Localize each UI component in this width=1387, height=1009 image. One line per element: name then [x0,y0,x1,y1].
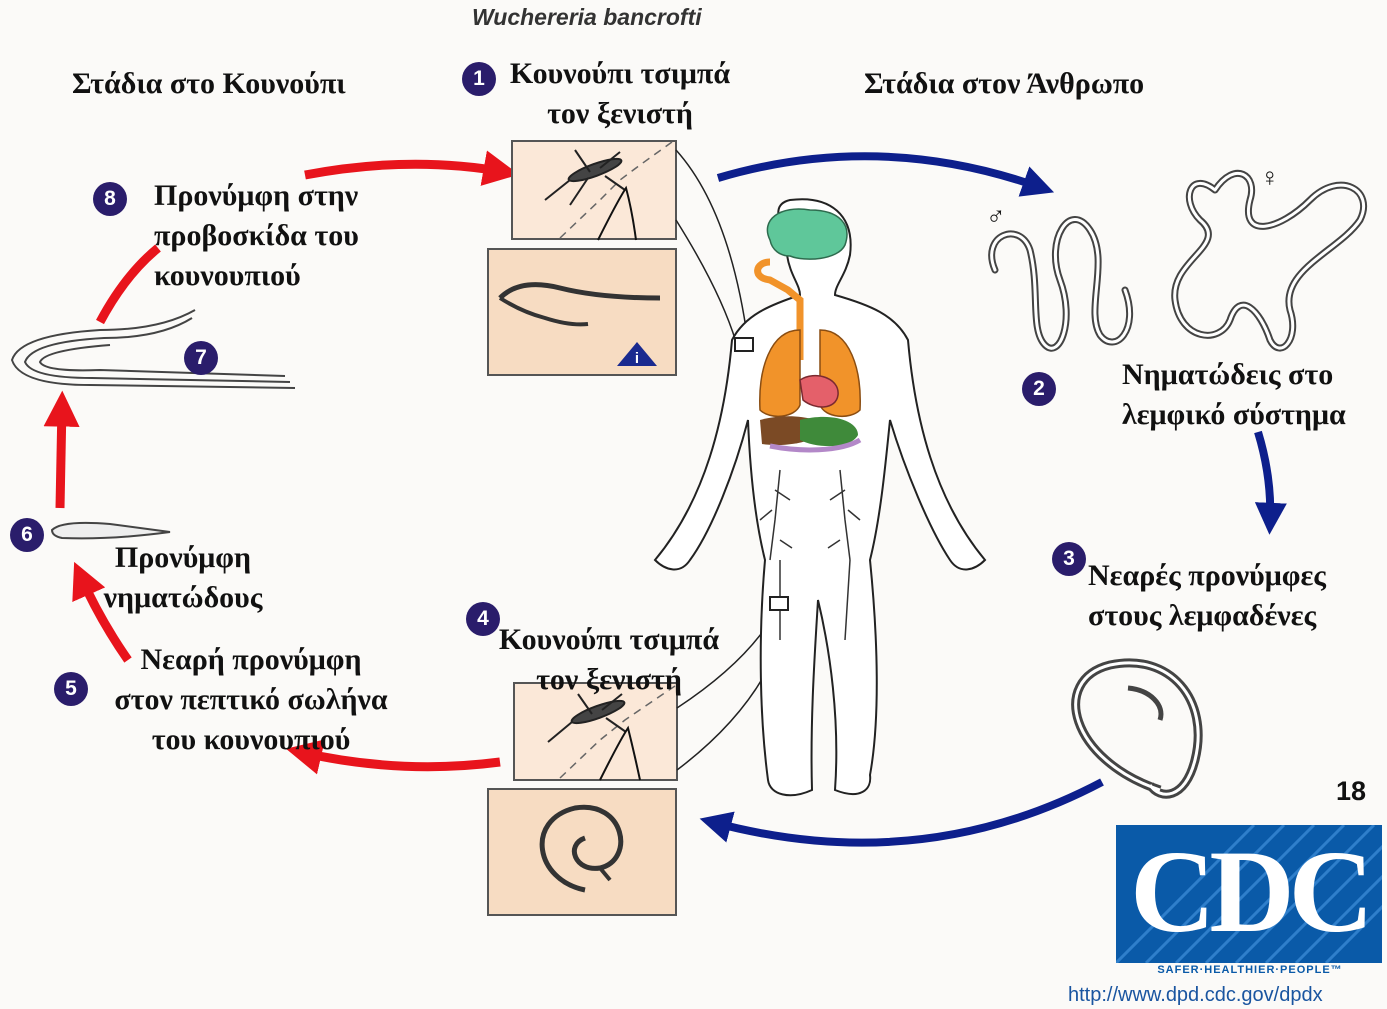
arrow-3-to-4 [712,782,1102,843]
step-badge-7: 7 [184,341,218,375]
female-symbol: ♀ [1260,158,1280,198]
microfilaria-coil-panel [488,789,676,915]
info-icon-letter: i [635,350,639,367]
step-badge-8: 8 [93,182,127,216]
page-number: 18 [1336,776,1366,807]
cdc-logo: CDC [1116,825,1382,963]
step-badge-5: 5 [54,672,88,706]
male-symbol: ♂ [986,197,1006,237]
step-4-line-1: Κουνούπι τσιμπά [484,620,734,660]
cdc-url[interactable]: http://www.dpd.cdc.gov/dpdx [1068,984,1323,1007]
arrow-1-to-2 [718,156,1042,188]
microfilaria-coil-stage-3 [1076,663,1198,794]
microfilaria-panel-top: i [488,249,676,375]
mosquito-stages-header: Στάδια στο Κουνούπι [72,64,346,104]
step-6-line-1: Προνύμφη [92,538,274,578]
step-4-label: Κουνούπι τσιμπά τον ξενιστή [484,620,734,700]
step-8-label: Προνύμφη στην προβοσκίδα του κουνουπιού [154,176,359,296]
step-8-line-1: Προνύμφη στην [154,176,359,216]
step-5-line-2: στον πεπτικό σωλήνα [96,680,406,720]
step-5-line-3: του κουνουπιού [96,720,406,760]
step-2-line-1: Νηματώδεις στο [1122,355,1346,395]
step-4-line-2: τον ξενιστή [484,660,734,700]
step-6-label: Προνύμφη νηματώδους [92,538,274,618]
step-badge-1: 1 [462,62,496,96]
step-3-line-1: Νεαρές προνύμφες [1088,556,1326,596]
step-1-line-1: Κουνούπι τσιμπά [496,54,744,94]
adult-worms [992,173,1364,348]
step-6-line-2: νηματώδους [92,578,274,618]
step-5-line-1: Νεαρή προνύμφη [96,640,406,680]
step-badge-6: 6 [10,518,44,552]
step-2-label: Νηματώδεις στο λεμφικό σύστημα [1122,355,1346,435]
step-8-line-2: προβοσκίδα του [154,216,359,256]
step-5-label: Νεαρή προνύμφη στον πεπτικό σωλήνα του κ… [96,640,406,760]
step-8-line-3: κουνουπιού [154,256,359,296]
human-stages-header: Στάδια στον Άνθρωπο [864,64,1144,104]
cdc-tagline: SAFER·HEALTHIER·PEOPLE™ [1114,964,1386,976]
step-badge-2: 2 [1022,372,1056,406]
brain-icon [767,209,847,259]
step-1-line-2: τον ξενιστή [496,94,744,134]
step-2-line-2: λεμφικό σύστημα [1122,395,1346,435]
arrow-8-to-1 [305,164,505,175]
larva-stage-7 [12,310,295,388]
step-1-label: Κουνούπι τσιμπά τον ξενιστή [496,54,744,134]
arrow-7-to-8 [100,248,158,322]
larva-stage-6 [52,523,170,539]
diagram-title: Wuchereria bancrofti [472,4,702,31]
step-badge-3: 3 [1052,542,1086,576]
arrow-2-to-3 [1258,432,1270,522]
cdc-logo-text: CDC [1116,833,1382,951]
mosquito-bite-panel-top [512,141,676,240]
step-3-line-2: στους λεμφαδένες [1088,596,1326,636]
human-figure [655,199,985,795]
arrow-6-to-7 [60,405,62,508]
step-3-label: Νεαρές προνύμφες στους λεμφαδένες [1088,556,1326,636]
